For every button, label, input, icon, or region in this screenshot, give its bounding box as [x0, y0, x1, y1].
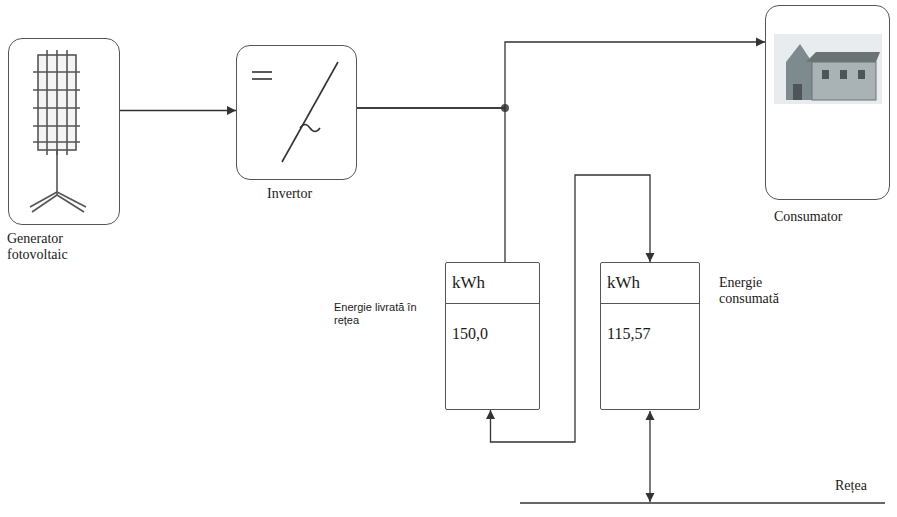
wire-connector [357, 108, 505, 262]
meter-divider [446, 303, 539, 304]
pv-generator-box: Generator fotovoltaic [8, 38, 120, 225]
wire-connector [491, 175, 651, 442]
wire-connector [357, 42, 765, 108]
grid-feed-wire [649, 411, 650, 502]
meter-caption: Energie livrată în rețea [334, 301, 440, 326]
node-label: Generator fotovoltaic [7, 231, 107, 263]
inverter-box: Invertor [236, 45, 357, 180]
pv-panel-icon [30, 50, 86, 212]
grid-line [520, 502, 885, 504]
wire-connector [120, 110, 236, 111]
node-label: Consumator [774, 209, 889, 225]
meter-reading: 150,0 [452, 325, 535, 343]
meter-caption: Energie consumată [719, 275, 811, 307]
consumer-box: Consumator [765, 5, 890, 200]
node-label: Invertor [267, 186, 357, 202]
house-picture [774, 34, 882, 104]
meter-divider [601, 303, 699, 304]
energy-meter: kWh150,0Energie livrată în rețea [445, 262, 540, 410]
inverter-symbol [252, 62, 338, 162]
meter-unit: kWh [452, 273, 535, 293]
energy-meter: kWh115,57Energie consumată [600, 262, 700, 410]
grid-label: Rețea [835, 478, 867, 494]
meter-unit: kWh [607, 273, 695, 293]
meter-reading: 115,57 [607, 325, 695, 343]
